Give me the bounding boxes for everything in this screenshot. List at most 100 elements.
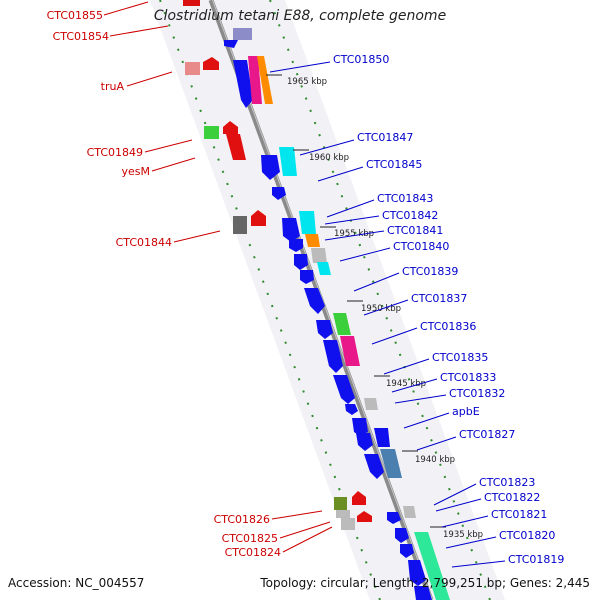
gene-ctc01827-d[interactable] (364, 454, 384, 479)
gene-ctc01832-grey[interactable] (364, 398, 378, 410)
gene-ctc01820-grey[interactable] (403, 506, 416, 518)
gene-ctc01839[interactable] (317, 262, 331, 275)
gene-ctc01825[interactable] (336, 510, 350, 518)
kbp-label-1965: 1965 kbp (287, 77, 327, 87)
leader-ctc01825 (279, 521, 331, 539)
label-ctc01823[interactable]: CTC01823 (479, 476, 535, 489)
gene-ctc01849[interactable] (204, 126, 219, 139)
gene-ctc01847[interactable] (261, 155, 280, 180)
gene-apbe[interactable] (352, 418, 368, 436)
gene-ctc01836[interactable] (316, 320, 333, 339)
gene-ctc01840-b[interactable] (311, 248, 327, 263)
gene-ctc01850-c[interactable] (257, 56, 273, 104)
gene-ctc01855[interactable] (183, 0, 200, 6)
gene-ctc01841[interactable] (305, 234, 320, 247)
gene-ctc01839-b[interactable] (300, 270, 314, 284)
label-ctc01842[interactable]: CTC01842 (382, 209, 438, 222)
label-ctc01826[interactable]: CTC01826 (214, 513, 270, 526)
gene-ctc01827-b[interactable] (374, 428, 390, 447)
leader-ctc01842 (324, 215, 380, 225)
gene-ctc01819-c[interactable] (408, 560, 426, 586)
genome-summary-text: Topology: circular; Length: 2,799,251 bp… (260, 576, 590, 590)
label-ctc01855[interactable]: CTC01855 (47, 9, 103, 22)
gene-block-top-arrow[interactable] (224, 40, 238, 48)
leader-ctc01826 (271, 510, 323, 520)
leader-ctc01840 (339, 247, 391, 262)
gene-ctc01837[interactable] (304, 288, 325, 314)
gene-ctc01844[interactable] (233, 216, 247, 234)
gene-ctc01827-a[interactable] (356, 433, 373, 451)
gene-ctc01825-arrow[interactable] (357, 511, 372, 522)
gene-ctc01821[interactable] (387, 512, 401, 524)
label-ctc01839[interactable]: CTC01839 (402, 265, 458, 278)
label-ctc01820[interactable]: CTC01820 (499, 529, 555, 542)
gene-ctc01840-c[interactable] (294, 254, 308, 270)
label-ctc01841[interactable]: CTC01841 (387, 224, 443, 237)
label-ctc01824[interactable]: CTC01824 (225, 546, 281, 559)
gene-yesm[interactable] (226, 134, 246, 160)
leader-ctc01844 (173, 230, 221, 243)
label-yesm[interactable]: yesM (122, 165, 151, 178)
gene-ctc01824[interactable] (341, 518, 355, 530)
leader-ctc01855 (103, 1, 149, 16)
label-ctc01844[interactable]: CTC01844 (116, 236, 172, 249)
label-ctc01840[interactable]: CTC01840 (393, 240, 449, 253)
gene-ctc01819[interactable] (414, 532, 450, 600)
kbp-label-1935: 1935 kbp (443, 530, 483, 540)
leader-ctc01821 (441, 515, 489, 528)
gene-ctc01840[interactable] (289, 239, 303, 252)
gene-ctc01843[interactable] (282, 218, 300, 242)
label-ctc01843[interactable]: CTC01843 (377, 192, 433, 205)
gene-ctc01826[interactable] (334, 497, 347, 510)
left-gene-label-text: CTC01855 CTC01854 truA CTC01849 yesM CTC… (47, 9, 281, 559)
gene-ctc01850-a[interactable] (233, 60, 253, 108)
gene-trua[interactable] (185, 62, 200, 75)
label-ctc01836[interactable]: CTC01836 (420, 320, 476, 333)
gene-ctc01826-arrow[interactable] (352, 491, 366, 505)
gene-ctc01820[interactable] (395, 528, 409, 543)
gene-ctc01835[interactable] (323, 340, 343, 373)
gene-ctc01850-b[interactable] (248, 56, 262, 104)
gene-trua-arrow[interactable] (203, 57, 219, 70)
label-ctc01825[interactable]: CTC01825 (222, 532, 278, 545)
gene-ctc01849-arrow[interactable] (223, 121, 238, 134)
label-ctc01849[interactable]: CTC01849 (87, 146, 143, 159)
kbp-label-1955: 1955 kbp (334, 229, 374, 239)
gene-ctc01819-b[interactable] (400, 544, 414, 558)
label-ctc01833[interactable]: CTC01833 (440, 371, 496, 384)
label-ctc01827[interactable]: CTC01827 (459, 428, 515, 441)
label-ctc01854[interactable]: CTC01854 (53, 30, 109, 43)
label-ctc01821[interactable]: CTC01821 (491, 508, 547, 521)
gene-ctc01827-c[interactable] (380, 449, 402, 478)
leader-ctc01833 (391, 378, 438, 393)
gene-ctc01819-d[interactable] (414, 586, 432, 600)
label-ctc01819[interactable]: CTC01819 (508, 553, 564, 566)
gene-block-top[interactable] (233, 28, 252, 40)
leader-ctc01845 (317, 166, 364, 182)
gene-ctc01844-arrow[interactable] (251, 210, 266, 226)
gene-ctc01842[interactable] (299, 211, 316, 234)
leader-ctc01849 (144, 139, 193, 153)
gene-ctc01845[interactable] (272, 187, 286, 200)
label-apbe[interactable]: apbE (452, 405, 480, 418)
label-ctc01850[interactable]: CTC01850 (333, 53, 389, 66)
leader-ctc01835 (383, 358, 430, 375)
gene-ctc01833[interactable] (333, 375, 355, 404)
gene-ctc01847-b[interactable] (279, 147, 297, 176)
gene-ctc01832[interactable] (345, 404, 358, 415)
label-ctc01832[interactable]: CTC01832 (449, 387, 505, 400)
label-ctc01822[interactable]: CTC01822 (484, 491, 540, 504)
leader-ctc01819 (451, 560, 506, 568)
label-trua[interactable]: truA (101, 80, 125, 93)
label-ctc01847[interactable]: CTC01847 (357, 131, 413, 144)
right-strand-genes (224, 28, 450, 600)
label-ctc01835[interactable]: CTC01835 (432, 351, 488, 364)
label-ctc01837[interactable]: CTC01837 (411, 292, 467, 305)
gene-ctc01836-pink[interactable] (340, 336, 360, 366)
leader-ctc01836 (371, 327, 418, 345)
gene-ctc01836-green[interactable] (333, 313, 351, 335)
leader-apbe (403, 412, 450, 429)
label-ctc01845[interactable]: CTC01845 (366, 158, 422, 171)
leader-ctc01843 (326, 199, 375, 218)
